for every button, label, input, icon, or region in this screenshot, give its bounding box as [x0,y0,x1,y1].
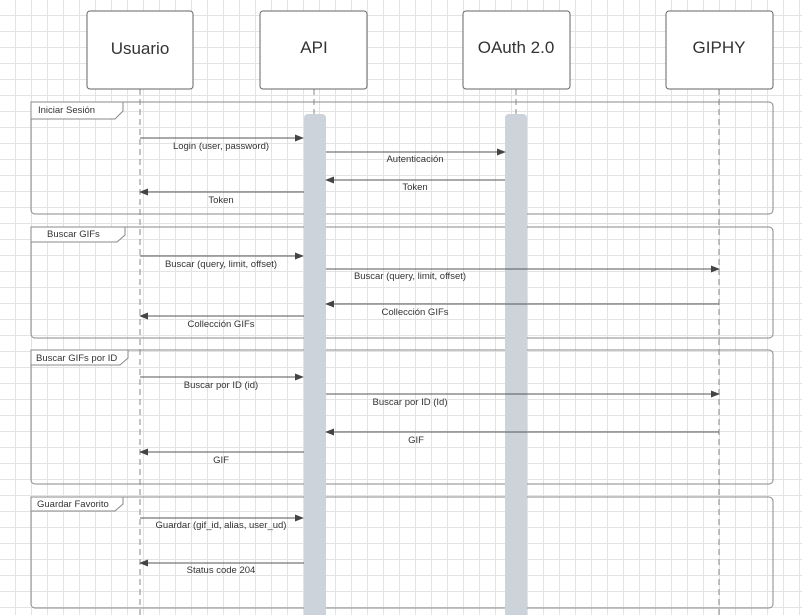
participant-name: GIPHY [693,38,746,57]
message-coleccion-giphy: Collección GIFs [325,300,719,318]
message-buscar-id: Buscar por ID (id) [140,373,304,391]
message-label: Guardar (gif_id, alias, user_ud) [156,520,287,531]
participant-name: OAuth 2.0 [478,38,555,57]
message-autenticacion: Autenticación [326,148,506,165]
message-label: Status code 204 [187,565,256,576]
frame-iniciar-sesion: Iniciar Sesión [30,101,774,215]
message-label: Autenticación [386,154,443,165]
frame-label: Buscar GIFs por ID [36,353,117,364]
message-label: Collección GIFs [381,307,448,318]
message-label: Collección GIFs [187,319,254,330]
message-token-api: Token [139,188,304,206]
participant-usuario: Usuario [86,10,194,90]
message-label: Buscar (query, limit, offset) [165,259,277,270]
message-status: Status code 204 [139,559,304,576]
participant-giphy: GIPHY [665,10,774,90]
message-gif-giphy: GIF [325,428,719,446]
message-coleccion-api: Collección GIFs [139,312,304,330]
message-label: Login (user, password) [173,141,269,152]
participant-name: API [300,38,327,57]
message-gif-api: GIF [139,448,304,466]
frame-label: Buscar GIFs [47,229,100,240]
frame-guardar-favorito: Guardar Favorito [30,496,774,609]
message-buscar-query: Buscar (query, limit, offset) [140,252,304,270]
participant-name: Usuario [111,39,170,58]
message-label: Token [402,182,427,193]
message-label: Buscar por ID (id) [184,380,258,391]
message-token-oauth: Token [325,176,505,193]
message-label: GIF [213,455,229,466]
participant-api: API [259,10,368,90]
message-label: Token [208,195,233,206]
message-buscar-id-giphy: Buscar por ID (Id) [326,390,720,408]
message-login: Login (user, password) [140,134,304,152]
activation-bar-oauth [505,114,527,615]
frame-label: Iniciar Sesión [38,105,95,116]
frame-label: Guardar Favorito [37,499,109,510]
activation-bar-api [304,114,326,615]
frame-buscar-gifs-por-id: Buscar GIFs por ID [30,349,774,485]
participant-oauth: OAuth 2.0 [462,10,571,90]
message-guardar: Guardar (gif_id, alias, user_ud) [140,514,304,531]
message-label: Buscar (query, limit, offset) [354,271,466,282]
message-label: GIF [408,435,424,446]
message-label: Buscar por ID (Id) [373,397,448,408]
message-buscar-giphy: Buscar (query, limit, offset) [326,265,720,282]
frame-buscar-gifs: Buscar GIFs [30,226,774,339]
